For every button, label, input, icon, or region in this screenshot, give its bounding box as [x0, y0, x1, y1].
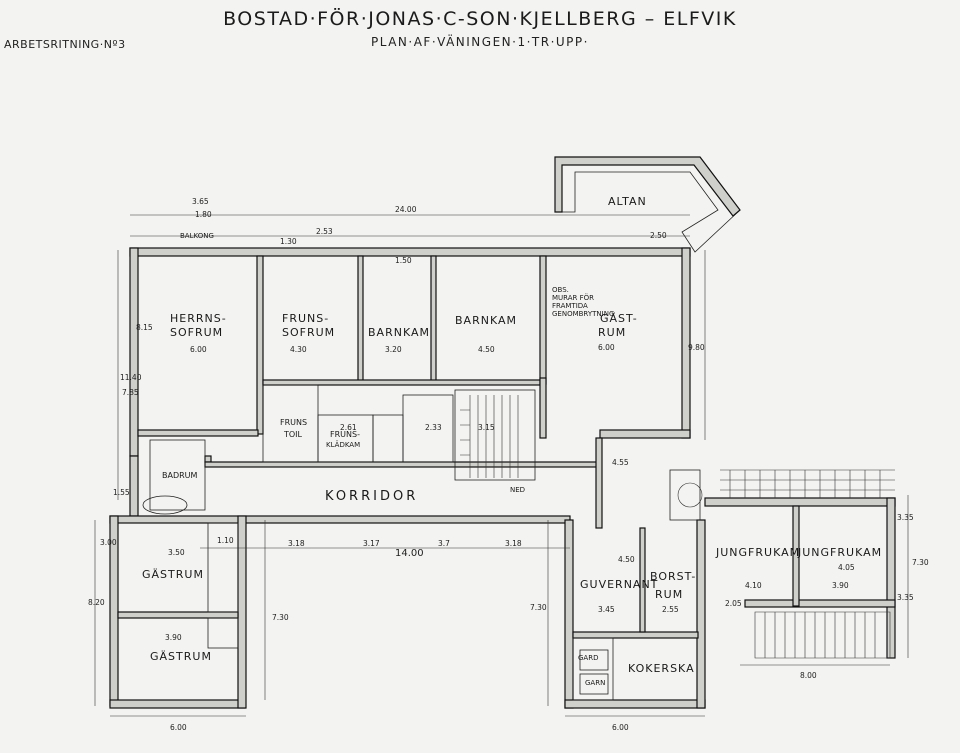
dimension-labels: 24.00 3.65 1.80 2.53 1.30 1.50 6.00 4.30… — [88, 197, 929, 732]
room-guvernant: GUVERNANT — [580, 578, 658, 591]
dim-455: 4.55 — [612, 458, 629, 467]
dim-bottom-left: 6.00 — [170, 723, 187, 732]
room-fruns-toil-1: FRUNS — [280, 418, 307, 427]
note-obs-4: GENOMBRYTNING — [552, 310, 614, 318]
dim-jungfru1-w: 4.10 — [745, 581, 762, 590]
dim-bottom-mid: 6.00 — [612, 723, 629, 732]
jungfru-wing — [704, 469, 896, 659]
right-wing — [564, 469, 706, 709]
dim-110: 1.10 — [217, 536, 234, 545]
dim-365: 3.65 — [192, 197, 209, 206]
dim-corridor-len: 14.00 — [395, 548, 424, 559]
room-gastrum-left-1: GÄSTRUM — [142, 568, 204, 581]
dim-785: 7.85 — [122, 388, 139, 397]
dim-155: 1.55 — [113, 488, 130, 497]
dim-300-left: 3.00 — [100, 538, 117, 547]
dim-335-top: 3.35 — [897, 513, 914, 522]
note-ned: NED — [510, 486, 525, 494]
altan: ALTAN — [554, 156, 741, 253]
dim-overall-width: 24.00 — [395, 205, 417, 214]
dim-bottom-right: 8.00 — [800, 671, 817, 680]
dim-herrns-w: 6.00 — [190, 345, 207, 354]
room-korridor: KORRIDOR — [325, 489, 418, 504]
room-jungfrukam-1: JUNGFRUKAM — [715, 546, 800, 559]
room-badrum: BADRUM — [162, 471, 198, 480]
dim-jungfru2-w: 3.90 — [832, 581, 849, 590]
dim-233: 2.33 — [425, 423, 442, 432]
dim-fruns-w: 4.30 — [290, 345, 307, 354]
room-gast-rum-2: RUM — [598, 326, 626, 339]
dim-right-height: 9.80 — [688, 343, 705, 352]
dim-318-a: 3.18 — [288, 539, 305, 548]
room-labels: HERRNS- SOFRUM FRUNS- SOFRUM BARNKAM BAR… — [142, 232, 882, 687]
dim-barnkam2-w: 4.50 — [478, 345, 495, 354]
dim-wing-height-right: 7.30 — [530, 603, 547, 612]
room-barnkam-2: BARNKAM — [455, 314, 517, 327]
note-obs-3: FRAMTIDA — [552, 302, 588, 310]
dim-253: 2.53 — [316, 227, 333, 236]
main-walls — [109, 247, 691, 529]
room-borst-1: BORST- — [650, 570, 696, 583]
dim-815: 8.15 — [136, 323, 153, 332]
middle-small-rooms — [142, 384, 536, 515]
dim-gastrum1-w: 3.50 — [168, 548, 185, 557]
label-balkong: BALKONG — [180, 232, 214, 240]
room-fruns-kladkam-1: FRUNS- — [330, 430, 360, 439]
dim-261: 2.61 — [340, 423, 357, 432]
room-fruns-sofrum-2: SOFRUM — [282, 326, 335, 339]
dim-borst-w: 2.55 — [662, 605, 679, 614]
dim-318-b: 3.18 — [505, 539, 522, 548]
room-kokerska: KOKERSKA — [628, 662, 695, 675]
note-obs-1: OBS. — [552, 286, 569, 294]
room-jungfrukam-2: JUNGFRUKAM — [797, 546, 882, 559]
dim-37: 3.7 — [438, 539, 450, 548]
room-fruns-sofrum-1: FRUNS- — [282, 312, 329, 325]
room-altan: ALTAN — [608, 195, 647, 208]
note-obs-2: MURAR FÖR — [552, 293, 594, 302]
dim-130: 1.30 — [280, 237, 297, 246]
dim-guvernant-w: 3.45 — [598, 605, 615, 614]
roof-hatch-bottom — [754, 611, 891, 659]
drawing-title: BOSTAD·FÖR·JONAS·C-SON·KJELLBERG – ELFVI… — [223, 8, 737, 30]
dim-gast-w: 6.00 — [598, 343, 615, 352]
dim-315: 3.15 — [478, 423, 495, 432]
room-garn: GARN — [585, 679, 605, 687]
room-borst-2: RUM — [655, 588, 683, 601]
roof-hatch-top — [720, 469, 895, 498]
room-gastrum-left-2: GÄSTRUM — [150, 650, 212, 663]
dim-405: 4.05 — [838, 563, 855, 572]
room-fruns-kladkam-2: KLÄDKAM — [326, 440, 360, 449]
room-herrns-sofrum-2: SOFRUM — [170, 326, 223, 339]
left-wing — [109, 515, 247, 709]
room-barnkam-1: BARNKAM — [368, 326, 430, 339]
dim-jungfru-h: 7.30 — [912, 558, 929, 567]
dim-wing-height-left: 7.30 — [272, 613, 289, 622]
dim-gastrum2-w: 3.90 — [165, 633, 182, 642]
dim-250: 2.50 — [650, 231, 667, 240]
drawing-subtitle: PLAN·AF·VÄNINGEN·1·TR·UPP· — [371, 35, 589, 49]
dim-150: 1.50 — [395, 256, 412, 265]
room-herrns-sofrum-1: HERRNS- — [170, 312, 227, 325]
room-gard: GARD — [578, 654, 598, 662]
sheet-label: ARBETSRITNING·Nº3 — [4, 38, 126, 51]
dim-barnkam1-w: 3.20 — [385, 345, 402, 354]
dim-450: 4.50 — [618, 555, 635, 564]
dim-335-bottom: 3.35 — [897, 593, 914, 602]
dim-180: 1.80 — [195, 210, 212, 219]
room-fruns-toil-2: TOIL — [283, 430, 303, 439]
dim-left-height: 11.40 — [120, 373, 142, 382]
dim-820: 8.20 — [88, 598, 105, 607]
dimension-lines — [94, 214, 909, 717]
dim-317: 3.17 — [363, 539, 380, 548]
room-gast-rum-1: GÄST- — [600, 312, 638, 325]
dim-205: 2.05 — [725, 599, 742, 608]
